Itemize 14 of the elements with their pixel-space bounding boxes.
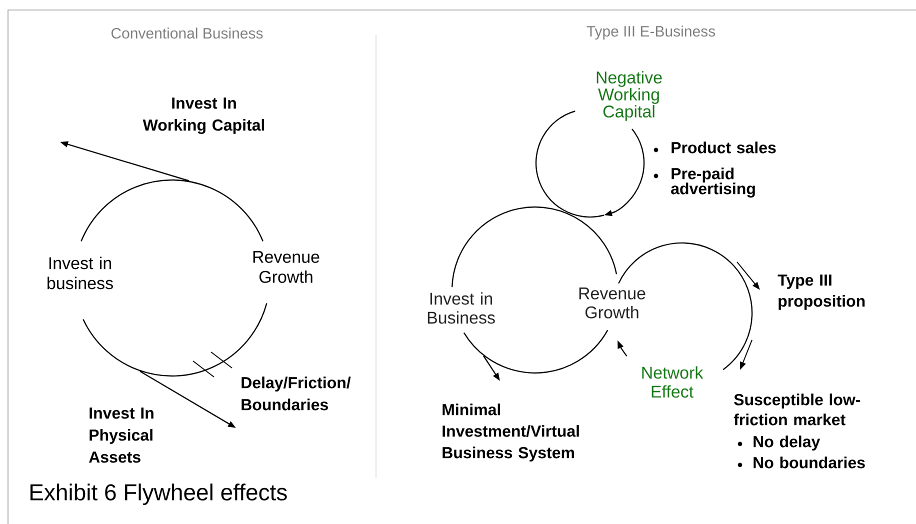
- bullet-item: No boundaries: [738, 456, 865, 468]
- flywheel-loop: Invest in business Revenue Growth: [48, 179, 320, 376]
- annotation-text: Invest In Working Capital: [142, 98, 264, 134]
- panel-heading: Conventional Business: [111, 28, 263, 39]
- node-label: Network Effect: [642, 366, 704, 398]
- annotation-text: Delay/Friction/ Boundaries: [242, 376, 351, 410]
- panel-heading: Type III E-Business: [586, 26, 716, 40]
- annotation-text: Invest In Physical Assets: [89, 408, 154, 463]
- figure-caption: Exhibit 6 Flywheel effects: [30, 484, 287, 506]
- node-label: Negative Working Capital: [596, 71, 662, 121]
- annotation-text: Minimal Investment/Virtual Business System: [442, 404, 579, 462]
- annotation-text: Type III proposition: [778, 274, 865, 310]
- bullet-item: No delay: [738, 436, 820, 450]
- annotation-text: Susceptible low-friction market: [734, 394, 860, 426]
